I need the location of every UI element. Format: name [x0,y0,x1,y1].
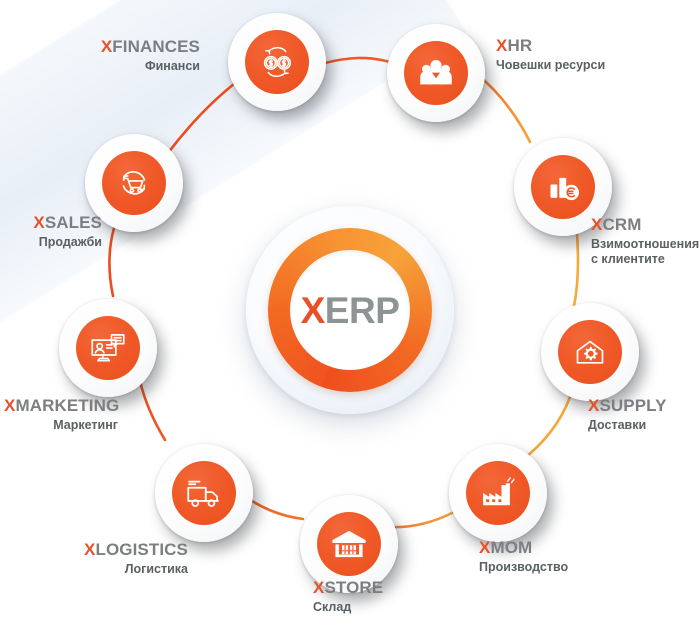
module-node-mom[interactable] [449,444,547,542]
module-node-logistics[interactable] [155,444,253,542]
module-label-store: XSTORE Склад [313,578,413,615]
module-subtitle: Маркетинг [53,418,118,433]
module-title: XFINANCES [100,37,200,57]
module-node-hr[interactable] [387,24,485,122]
money-exchange-icon [245,30,309,94]
factory-icon [466,461,530,525]
module-title: XLOGISTICS [84,540,188,560]
module-title-rest: MARKETING [15,396,120,415]
module-title-rest: SUPPLY [599,396,667,415]
module-title: XHR [496,36,636,56]
module-title-rest: FINANCES [112,37,200,56]
module-node-finances[interactable] [228,13,326,111]
module-subtitle: Доставки [588,418,647,433]
module-subtitle: Производство [479,560,569,575]
module-node-store[interactable] [300,495,398,593]
module-title-x: X [588,396,600,415]
center-logo: XERP [246,206,454,414]
module-label-marketing: XMARKETING Маркетинг [4,396,120,433]
module-title-x: X [479,538,491,557]
module-title: XSTORE [313,578,413,598]
shopping-cart-refresh-icon [102,151,166,215]
module-title-rest: SALES [44,213,102,232]
center-brand: XERP [301,292,400,329]
people-group-icon [404,41,468,105]
module-node-supply[interactable] [541,303,639,401]
module-title-rest: STORE [324,578,384,597]
module-title-x: X [591,215,603,234]
module-title-x: X [84,540,96,559]
module-title-x: X [313,578,325,597]
module-label-supply: XSUPPLY Доставки [588,396,688,433]
center-hole: XERP [290,250,410,370]
module-subtitle: Финанси [144,59,200,74]
warehouse-gear-icon [558,320,622,384]
warehouse-boxes-icon [317,512,381,576]
monitor-chat-icon [76,316,140,380]
delivery-truck-icon [172,461,236,525]
center-brand-rest: ERP [324,289,400,331]
module-title: XSALES [26,213,102,233]
module-subtitle: Склад [313,600,352,615]
module-title: XMARKETING [4,396,120,416]
module-title: XSUPPLY [588,396,688,416]
bar-chart-euro-icon [531,155,595,219]
module-subtitle: Човешки ресурси [496,58,606,73]
module-title-x: X [100,37,113,56]
module-title-rest: HR [507,36,533,55]
module-label-finances: XFINANCES Финанси [100,37,200,74]
module-subtitle: Логистика [124,562,188,577]
module-label-hr: XHR Човешки ресурси [496,36,636,73]
module-label-sales: XSALES Продажби [26,213,102,250]
module-title-rest: CRM [602,215,642,234]
module-node-sales[interactable] [85,134,183,232]
module-title-x: X [496,36,508,55]
module-title-rest: MOM [490,538,533,557]
module-subtitle: Продажби [38,235,102,250]
module-label-mom: XMOM Производство [479,538,599,575]
module-title-x: X [33,213,45,232]
module-title: XMOM [479,538,599,558]
center-brand-x: X [300,289,326,331]
module-label-logistics: XLOGISTICS Логистика [84,540,188,577]
module-title-rest: LOGISTICS [95,540,188,559]
module-title-x: X [4,396,16,415]
module-node-marketing[interactable] [59,299,157,397]
module-node-crm[interactable] [514,138,612,236]
module-title: XCRM [591,215,700,235]
